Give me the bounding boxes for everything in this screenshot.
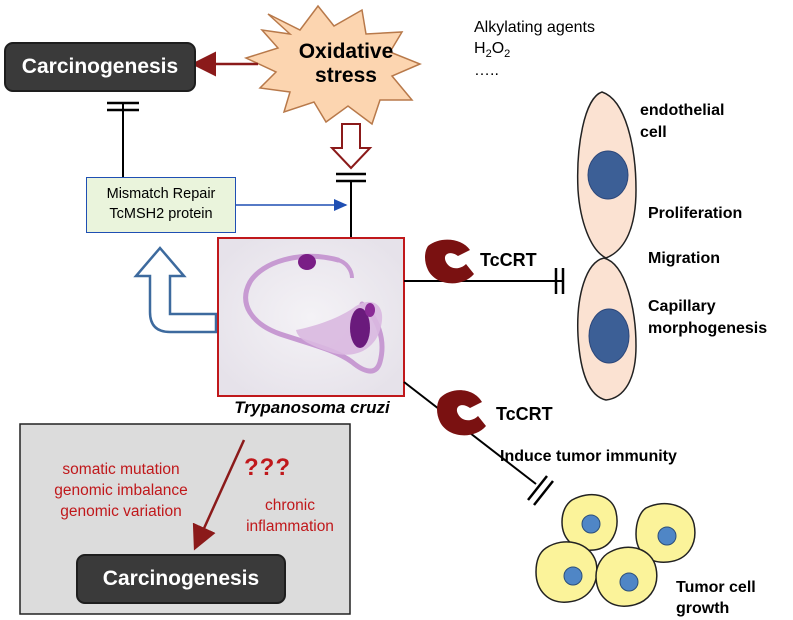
tccrt-lower-icon [437, 390, 486, 436]
tumor-growth-label: Tumor cell growth [676, 579, 756, 617]
agents-list: Alkylating agents H2O2 ….. [474, 19, 595, 80]
mismatch-repair-box: Mismatch Repair TcMSH2 protein [86, 177, 236, 233]
tccrt-lower-label: TcCRT [496, 404, 553, 424]
capillary-label: Capillary morphogenesis [648, 298, 768, 337]
tccrt-upper-icon [425, 239, 474, 284]
proliferation-label: Proliferation [648, 205, 743, 222]
hollow-down-arrow [329, 123, 373, 170]
parasite-label: Trypanosoma cruzi [234, 398, 390, 417]
oxidative-stress-starburst [243, 4, 422, 126]
tumor-cell-cluster [535, 493, 696, 607]
carcinogenesis-bottom-box: Carcinogenesis [76, 554, 286, 604]
endothelial-nucleus-upper [587, 150, 629, 200]
tumor-nuclei [563, 514, 677, 592]
mechanisms-list: somatic mutation genomic imbalance genom… [54, 461, 188, 520]
carcinogenesis-top-box: Carcinogenesis [4, 42, 196, 92]
tccrt-upper-label: TcCRT [480, 250, 537, 270]
oxidative-stress-label: Oxidative stress [298, 40, 394, 88]
tumor-immunity-label: Induce tumor immunity [500, 448, 677, 465]
inflammation-label: chronic inflammation [246, 497, 334, 535]
hollow-up-arrow [133, 246, 218, 334]
endothelial-label: endothelial cell [640, 102, 725, 141]
endothelial-nucleus-lower [588, 308, 630, 364]
inhibit-bar-7 [527, 475, 548, 501]
trypanosome-illustration [243, 253, 385, 374]
question-marks: ??? [244, 454, 291, 481]
inhibit-bar-8 [533, 480, 554, 506]
panel-arrow [192, 439, 246, 551]
migration-label: Migration [648, 250, 720, 267]
